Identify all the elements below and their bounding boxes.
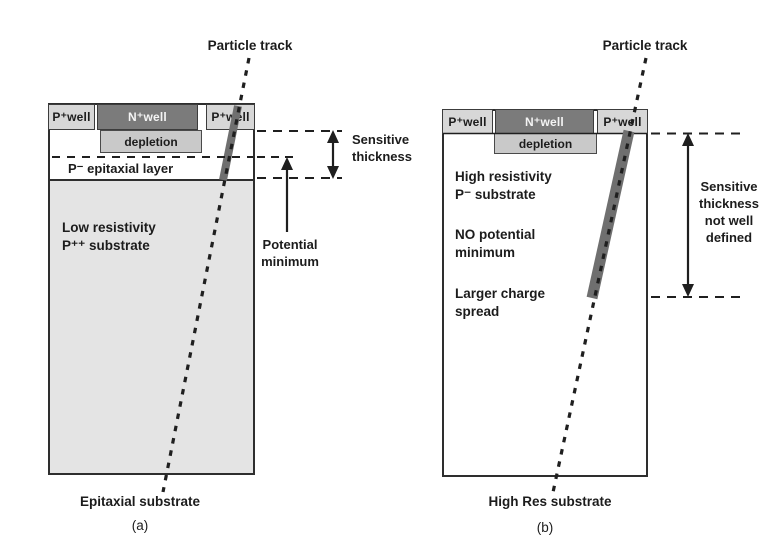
panel-a-sensitive-line1: Sensitive <box>352 132 410 147</box>
panel-a-potential-line1: Potential <box>262 237 318 252</box>
panel-a-p-well-right: P⁺well <box>206 104 255 130</box>
panel-b-no-potential-line2: minimum <box>455 245 516 260</box>
panel-a-n-well: N⁺well <box>97 104 198 130</box>
panel-b-tag: (b) <box>536 520 554 535</box>
panel-b-double-arrow-head-bottom <box>682 284 694 297</box>
panel-b-charge-line2: spread <box>455 304 500 319</box>
panel-b-sensitive-line2: thickness <box>699 196 759 211</box>
panel-b-substrate-line2: P⁻ substrate <box>455 187 536 202</box>
panel-b-substrate-line1: High resistivity <box>455 169 552 184</box>
panel-a-epitaxial-layer-label: P⁻ epitaxial layer <box>68 161 174 176</box>
panel-a-potential-line2: minimum <box>261 254 319 269</box>
panel-b-n-well: N⁺well <box>495 109 594 134</box>
panel-b-charge-line1: Larger charge <box>455 286 546 301</box>
panel-a-caption: Epitaxial substrate <box>79 494 201 509</box>
panel-b-p-well-left: P⁺well <box>442 109 493 134</box>
panel-b-caption: High Res substrate <box>488 494 612 509</box>
panel-a-substrate-line2: P⁺⁺ substrate <box>62 238 150 253</box>
panel-b-charge-spread-label: Larger charge spread <box>455 285 545 321</box>
panel-b-sensitive-line1: Sensitive <box>700 179 758 194</box>
panel-b-depletion-region: depletion <box>494 133 597 154</box>
panel-b-p-well-right: P⁺well <box>597 109 648 134</box>
panel-a-double-arrow-head-bottom <box>327 166 339 179</box>
panel-a-double-arrow-head-top <box>327 130 339 143</box>
panel-a-particle-track-label: Particle track <box>207 38 293 53</box>
panel-a-tag: (a) <box>131 518 149 533</box>
panel-a-sensitive-line2: thickness <box>352 149 412 164</box>
panel-b-particle-track-label: Particle track <box>602 38 688 53</box>
panel-b-sensitive-line4: defined <box>705 230 753 245</box>
panel-a-potential-minimum-label: Potential minimum <box>245 236 335 270</box>
panel-b-no-potential-line1: NO potential <box>455 227 536 242</box>
panel-b-sensitive-thickness-label: Sensitive thickness not well defined <box>678 178 768 246</box>
panel-b-sensitive-line3: not well <box>704 213 754 228</box>
panel-a-p-well-left: P⁺well <box>48 104 95 130</box>
panel-a-sensitive-thickness-label: Sensitive thickness <box>352 131 412 165</box>
panel-a-depletion-region: depletion <box>100 130 202 153</box>
panel-b-double-arrow-head-top <box>682 133 694 146</box>
panel-a-substrate-label: Low resistivity P⁺⁺ substrate <box>62 219 156 255</box>
panel-b-no-potential-label: NO potential minimum <box>455 226 535 262</box>
panel-b-substrate-label: High resistivity P⁻ substrate <box>455 168 552 204</box>
panel-a-potential-arrow-head <box>281 157 293 170</box>
panel-a-substrate-line1: Low resistivity <box>62 220 156 235</box>
